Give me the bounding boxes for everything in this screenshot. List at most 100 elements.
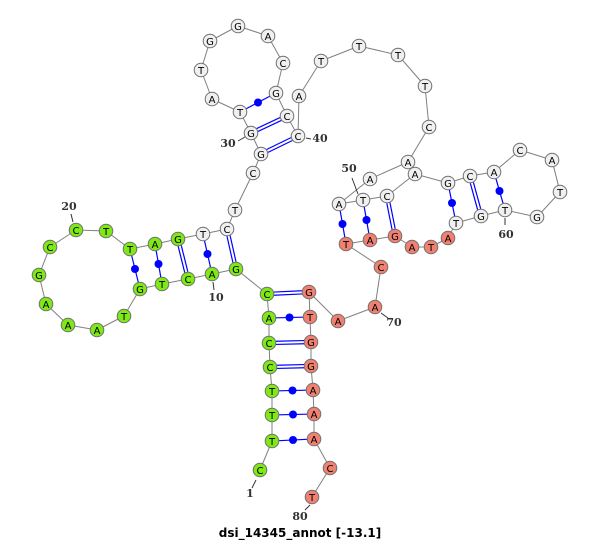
base-pair-bond — [177, 246, 186, 273]
nucleotide-letter: T — [306, 313, 314, 324]
nucleotide-22 — [122, 241, 138, 257]
nucleotide-55 — [486, 164, 502, 180]
base-pair-bond — [389, 202, 396, 229]
nucleotide-letter: A — [336, 200, 343, 211]
nucleotide-21 — [98, 223, 114, 239]
nucleotide-letter: T — [120, 312, 128, 323]
base-pair-bond — [267, 139, 293, 153]
index-label: 50 — [341, 162, 357, 175]
index-label: 30 — [220, 137, 236, 150]
nucleotide-65 — [404, 239, 420, 255]
nucleotide-letter: C — [250, 169, 257, 180]
index-label: 1 — [246, 487, 254, 500]
index-tick — [237, 136, 246, 142]
nucleotide-letter: A — [152, 240, 159, 251]
nucleotide-35 — [230, 18, 246, 34]
nucleotide-letter: A — [296, 92, 303, 103]
nucleotide-2 — [264, 433, 280, 449]
base-pair-dot — [154, 260, 163, 268]
nucleotide-letter: A — [265, 32, 272, 43]
nucleotide-31 — [232, 104, 248, 120]
nucleotide-11 — [180, 271, 196, 287]
nucleotide-23 — [147, 236, 163, 252]
nucleotide-3 — [264, 407, 280, 423]
nucleotide-letter: C — [467, 172, 474, 183]
nucleotide-letter: G — [232, 265, 240, 276]
base-pair-bond — [386, 203, 393, 230]
nucleotide-letter: T — [268, 387, 276, 398]
nucleotide-24 — [170, 231, 186, 247]
nucleotide-34 — [202, 33, 218, 49]
nucleotide-letter: G — [391, 232, 399, 243]
nucleotide-letter: G — [206, 37, 214, 48]
structure-title: dsi_14345_annot [-13.1] — [218, 526, 382, 540]
nucleotide-6 — [261, 335, 277, 351]
nucleotide-letter: A — [311, 410, 318, 421]
nucleotide-letter: T — [427, 243, 435, 254]
nucleotide-letter: A — [409, 243, 416, 254]
base-pair-bond — [256, 116, 281, 130]
nucleotide-26 — [219, 221, 235, 237]
nucleotide-letter: T — [452, 219, 460, 230]
nucleotide-letter: A — [266, 314, 273, 325]
nucleotide-76 — [305, 382, 321, 398]
nucleotide-14 — [116, 308, 132, 324]
nucleotide-5 — [262, 359, 278, 375]
base-pair-bond — [226, 236, 234, 263]
nucleotide-letter: G — [136, 285, 144, 296]
nucleotide-7 — [261, 310, 277, 326]
nucleotide-61 — [473, 208, 489, 224]
index-tick — [304, 504, 311, 511]
nucleotide-50 — [355, 192, 371, 208]
base-pair-bond — [275, 339, 304, 342]
nucleotide-letter: G — [174, 235, 182, 246]
nucleotide-12 — [154, 276, 170, 292]
nucleotide-47 — [400, 154, 416, 170]
nucleotide-letter: A — [549, 156, 556, 167]
nucleotide-42 — [313, 53, 329, 69]
nucleotide-10 — [204, 266, 220, 282]
base-pair-dot — [448, 199, 456, 207]
nucleotide-39 — [279, 108, 295, 124]
base-pair-bond — [229, 235, 237, 262]
nucleotide-27 — [227, 202, 243, 218]
index-tick — [212, 281, 215, 291]
base-pair-bond — [276, 343, 305, 346]
nucleotide-letter: T — [501, 206, 509, 217]
index-label: 70 — [386, 316, 402, 329]
nucleotide-32 — [204, 91, 220, 107]
base-pair-bond — [469, 183, 479, 210]
nucleotide-29 — [253, 146, 269, 162]
index-label: 40 — [312, 132, 328, 145]
nucleotide-letter: G — [533, 213, 541, 224]
nucleotide-letter: G — [247, 129, 255, 140]
index-label: 80 — [292, 510, 308, 523]
nucleotide-letter: C — [267, 363, 274, 374]
nucleotide-66 — [387, 228, 403, 244]
nucleotide-letter: A — [94, 326, 101, 337]
nucleotide-1 — [252, 462, 268, 478]
nucleotide-letter: C — [378, 263, 385, 274]
nucleotide-letter: T — [421, 82, 429, 93]
nucleotide-63 — [440, 230, 456, 246]
nucleotide-20 — [68, 222, 84, 238]
nucleotide-letter: G — [444, 179, 452, 190]
nucleotide-36 — [260, 28, 276, 44]
nucleotide-letter: T — [197, 66, 205, 77]
nucleotide-letter: T — [355, 42, 363, 53]
nucleotide-letter: A — [335, 317, 342, 328]
base-pair-dot — [338, 220, 347, 228]
base-pair-bond — [273, 290, 302, 293]
nucleotide-71 — [330, 313, 346, 329]
nucleotide-57 — [544, 152, 560, 168]
base-pair-dot — [289, 410, 297, 419]
nucleotide-letter: A — [367, 236, 374, 247]
nucleotide-letter: T — [102, 227, 110, 238]
nucleotide-80 — [304, 489, 320, 505]
base-pair-bond — [274, 293, 303, 296]
nucleotide-letter: G — [234, 22, 242, 33]
nucleotide-letter: T — [126, 245, 134, 256]
nucleotide-37 — [275, 55, 291, 71]
nucleotide-77 — [306, 406, 322, 422]
nucleotide-letter: A — [367, 175, 374, 186]
